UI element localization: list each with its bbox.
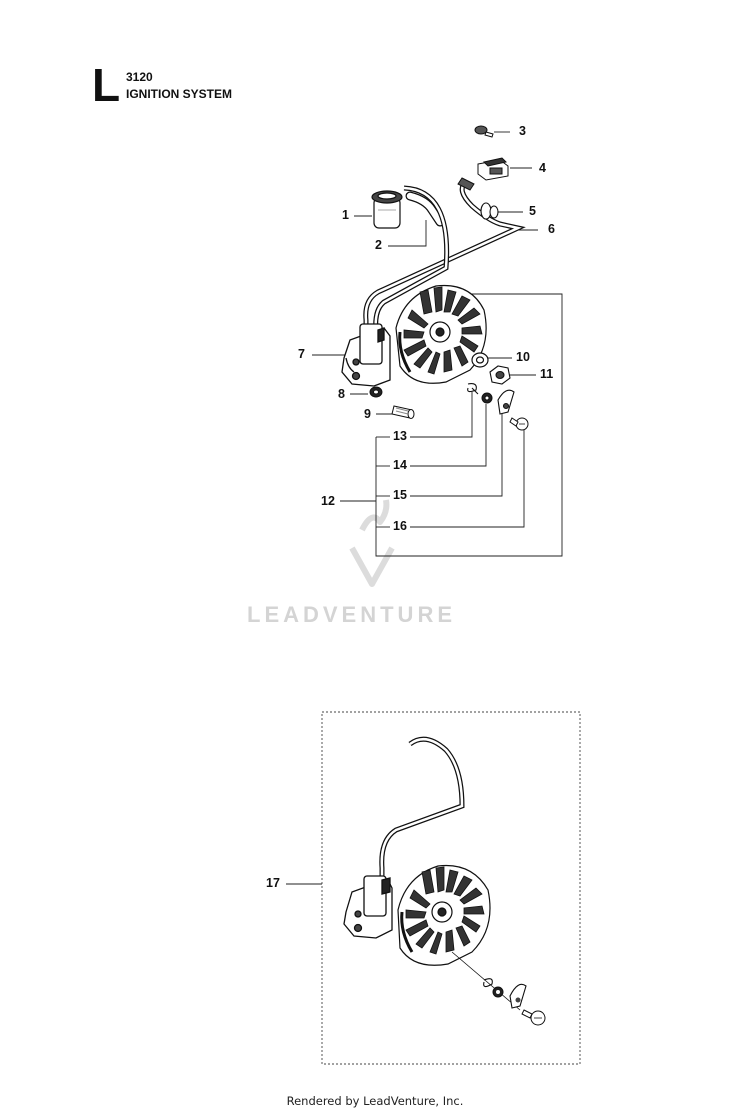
pawl-icon bbox=[497, 389, 515, 415]
nut-icon bbox=[489, 365, 511, 385]
callout-9: 9 bbox=[364, 407, 371, 421]
bolt-icon bbox=[391, 405, 415, 419]
callout-11: 11 bbox=[540, 367, 554, 381]
ignition-module-icon bbox=[341, 323, 391, 387]
callout-12: 12 bbox=[321, 494, 335, 508]
watermark-text: LEADVENTURE bbox=[247, 602, 457, 627]
callout-1: 1 bbox=[342, 208, 349, 222]
callout-5: 5 bbox=[529, 204, 536, 218]
callout-7: 7 bbox=[298, 347, 305, 361]
hose-icon bbox=[405, 191, 445, 227]
ignition-kit-icon bbox=[343, 736, 546, 1026]
model-code: 3120 bbox=[126, 70, 153, 84]
section-letter: L bbox=[92, 59, 121, 111]
callout-17: 17 bbox=[266, 876, 280, 890]
spring-icon bbox=[467, 383, 479, 395]
callout-2: 2 bbox=[375, 238, 382, 252]
callout-15: 15 bbox=[393, 488, 407, 502]
cable-terminal-icon bbox=[457, 177, 475, 191]
cable-icon bbox=[363, 180, 526, 334]
screw-icon bbox=[474, 125, 494, 138]
washer-icon bbox=[369, 386, 383, 398]
washer-icon bbox=[471, 352, 489, 368]
flywheel-icon bbox=[395, 284, 487, 384]
section-title: IGNITION SYSTEM bbox=[126, 87, 233, 101]
switch-icon bbox=[477, 157, 509, 181]
footer-credit: Rendered by LeadVenture, Inc. bbox=[286, 1094, 464, 1108]
screw-icon bbox=[509, 417, 529, 431]
callout-16: 16 bbox=[393, 519, 407, 533]
callout-10: 10 bbox=[516, 350, 530, 364]
washer-icon bbox=[481, 392, 493, 404]
callout-6: 6 bbox=[548, 222, 555, 236]
cap-icon bbox=[371, 190, 403, 229]
grommet-icon bbox=[480, 202, 499, 220]
callout-13: 13 bbox=[393, 429, 407, 443]
callout-4: 4 bbox=[539, 161, 546, 175]
callout-8: 8 bbox=[338, 387, 345, 401]
callout-14: 14 bbox=[393, 458, 407, 472]
callout-3: 3 bbox=[519, 124, 526, 138]
